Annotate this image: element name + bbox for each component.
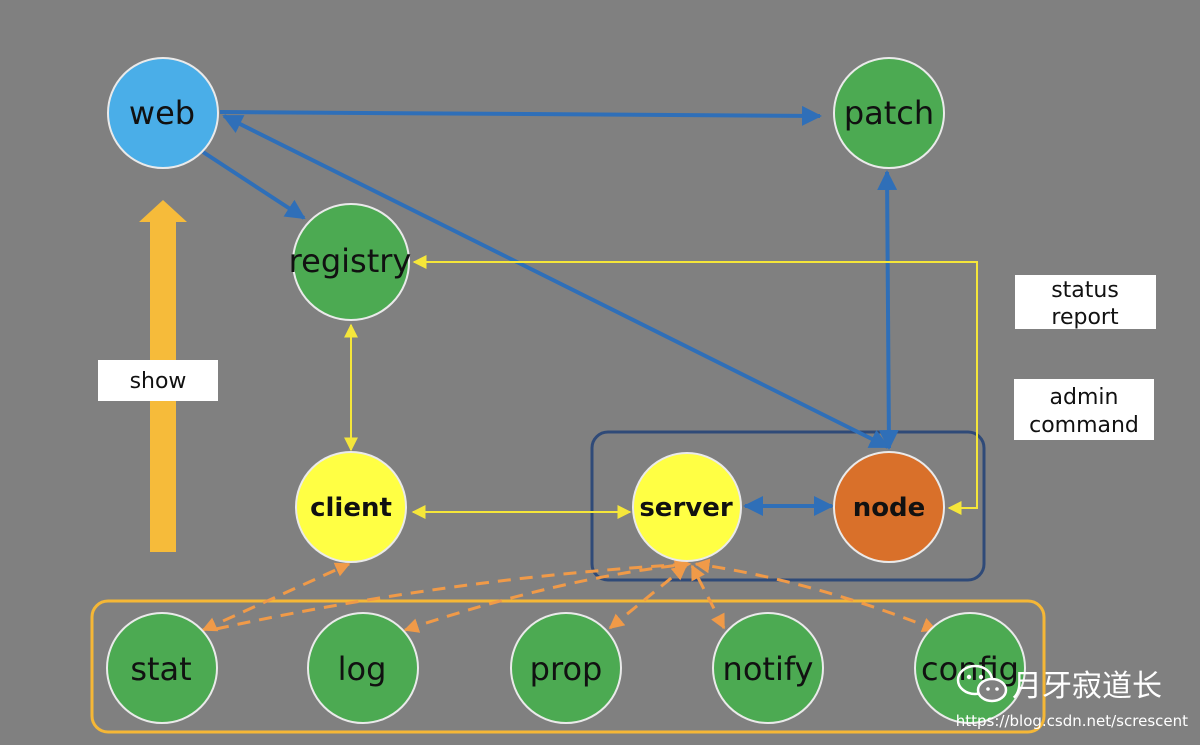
client-node: client — [295, 451, 407, 563]
stat-node: stat — [106, 612, 218, 724]
svg-text:node: node — [853, 493, 926, 523]
stat-client-link — [201, 562, 351, 632]
config-server-link — [694, 558, 938, 632]
svg-text:config: config — [921, 650, 1019, 688]
notify-server-link — [690, 564, 726, 630]
show-label-box — [98, 360, 218, 401]
watermark-url: https://blog.csdn.net/screscent — [956, 712, 1188, 730]
config-node: config — [914, 612, 1026, 724]
show-label: show — [130, 369, 187, 394]
registry-node: registry — [289, 203, 412, 321]
prop-server-link — [608, 564, 688, 630]
web-to-patch-arrow — [219, 105, 822, 126]
svg-text:log: log — [338, 650, 387, 688]
prop-node: prop — [510, 612, 622, 724]
status-report-label-line2: report — [1051, 305, 1119, 330]
svg-text:client: client — [310, 493, 392, 523]
log-node: log — [307, 612, 419, 724]
admin-command-label-line1: admin — [1050, 385, 1119, 410]
wechat-icon — [956, 664, 1008, 703]
status-report-label-box — [1015, 275, 1156, 329]
web-to-registry-arrow — [201, 150, 306, 220]
svg-text:patch: patch — [844, 94, 934, 132]
svg-text:server: server — [639, 493, 733, 523]
notify-node: notify — [712, 612, 824, 724]
svg-text:notify: notify — [723, 650, 814, 688]
web-node: web — [107, 57, 219, 169]
status-report-label-line1: status — [1051, 278, 1119, 303]
admin-command-label-box — [1014, 379, 1154, 440]
watermark-name: 月牙寂道长 — [1012, 669, 1162, 704]
patch-node: patch — [833, 57, 945, 169]
svg-text:registry: registry — [289, 242, 412, 280]
svg-text:prop: prop — [530, 650, 603, 688]
node-node: node — [833, 451, 945, 563]
status-report-arrow — [412, 255, 978, 515]
svg-text:stat: stat — [130, 650, 191, 688]
server-node: server — [632, 452, 742, 562]
admin-command-label-line2: command — [1029, 413, 1139, 438]
patch-node-arrow — [877, 170, 899, 450]
svg-text:web: web — [129, 94, 195, 132]
plugin-links — [201, 557, 938, 633]
log-server-link — [403, 558, 690, 633]
